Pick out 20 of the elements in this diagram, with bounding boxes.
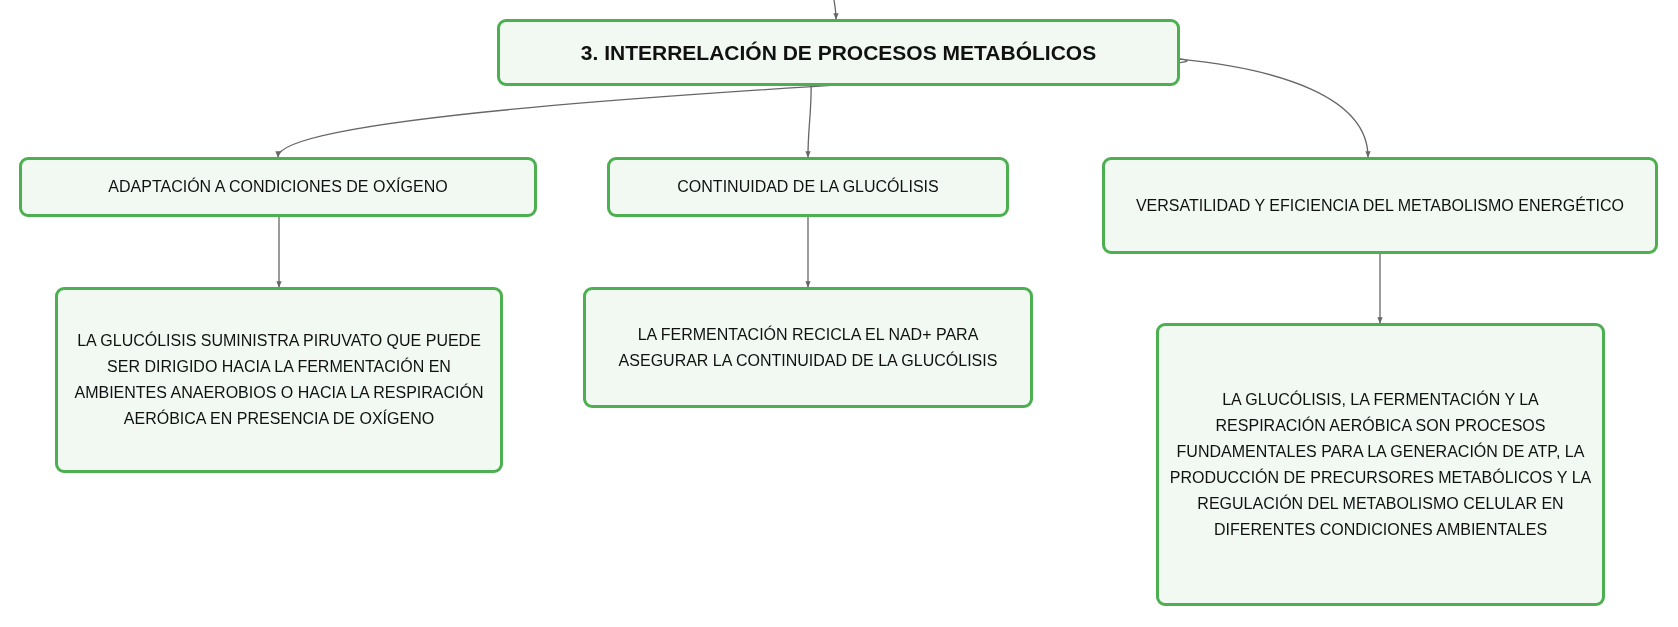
subtopic-box: [1156, 323, 1605, 606]
node-text: LA FERMENTACIÓN RECICLA EL NAD+ PARA ASEGURAR LA CONTINUIDAD DE LA GLUCÓLISIS: [617, 324, 999, 371]
connector-arrow: [805, 85, 812, 158]
topic-box: [19, 157, 537, 217]
subtopic-box: [583, 287, 1033, 408]
topic-box: [607, 157, 1009, 217]
topic-box: [1102, 157, 1658, 254]
subtopic-box: [55, 287, 503, 473]
node-text: CONTINUIDAD DE LA GLUCÓLISIS: [677, 176, 939, 197]
node-text: 3. INTERRELACIÓN DE PROCESOS METABÓLICOS: [580, 39, 1097, 66]
node-text: VERSATILIDAD Y EFICIENCIA DEL METABOLISMO ENERGÉTICO: [1135, 195, 1625, 216]
connector-arrow: [833, 0, 839, 20]
node-text: LA GLUCÓLISIS, LA FERMENTACIÓN Y LA RESPIRACIÓN AERÓBICA SON PROCESOS FUNDAMENTALES PARA LA GENERACIÓN DE ATP, LA PRODUCCIÓN DE PRECURSORES METABÓLICOS Y LA REGULACIÓN DEL METABOLISMO CELULAR EN DIFERENTES CONDICIONES AMBIENTALES: [1169, 389, 1592, 540]
connector-arrow: [276, 216, 282, 288]
connector-arrow: [1377, 253, 1383, 324]
node-text: ADAPTACIÓN A CONDICIONES DE OXÍGENO: [108, 176, 448, 197]
root-topic-box: [497, 19, 1180, 86]
connector-arrow: [1179, 58, 1370, 158]
node-text: LA GLUCÓLISIS SUMINISTRA PIRUVATO QUE PUEDE SER DIRIGIDO HACIA LA FERMENTACIÓN EN AMBIENTES ANAEROBIOS O HACIA LA RESPIRACIÓN AERÓBICA EN PRESENCIA DE OXÍGENO: [73, 330, 485, 429]
connector-arrow: [805, 216, 811, 288]
